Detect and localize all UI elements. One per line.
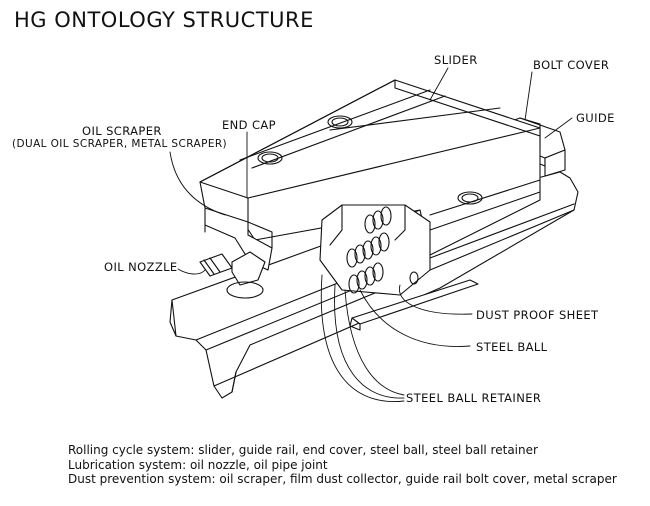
leader-lines: [169, 67, 573, 403]
system-notes: Rolling cycle system: slider, guide rail…: [68, 443, 617, 487]
cutaway-section: [319, 204, 431, 296]
label-oil-scraper: OIL SCRAPER: [82, 124, 162, 138]
label-slider: SLIDER: [434, 53, 478, 67]
label-oil-nozzle: OIL NOZZLE: [104, 260, 178, 274]
end-cap: [204, 207, 273, 271]
mounting-holes: [257, 115, 483, 205]
oil-nozzle: [199, 251, 266, 299]
page-title: HG ONTOLOGY STRUCTURE: [14, 8, 314, 32]
label-steel-ball-retainer: STEEL BALL RETAINER: [406, 391, 542, 405]
steel-balls: [346, 206, 419, 294]
dust-proof-sheet-strip: [349, 279, 479, 331]
label-guide: GUIDE: [576, 111, 615, 125]
label-bolt-cover: BOLT COVER: [533, 58, 610, 72]
note-dust-prevention: Dust prevention system: oil scraper, fil…: [68, 472, 617, 486]
label-end-cap: END CAP: [222, 118, 277, 132]
note-lubrication: Lubrication system: oil nozzle, oil pipe…: [68, 457, 328, 472]
slider-body: [199, 79, 541, 256]
note-rolling-cycle: Rolling cycle system: slider, guide rail…: [68, 443, 538, 457]
label-oil-scraper-sub: (DUAL OIL SCRAPER, METAL SCRAPER): [12, 138, 228, 150]
label-steel-ball: STEEL BALL: [476, 340, 548, 354]
label-dust-proof-sheet: DUST PROOF SHEET: [476, 308, 599, 322]
